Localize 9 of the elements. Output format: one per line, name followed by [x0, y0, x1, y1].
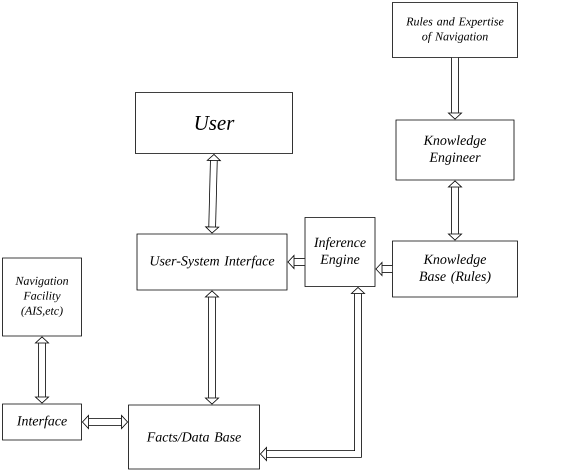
- process-box: Inference Engine: [304, 217, 376, 287]
- process-box: Knowledge Engineer: [396, 120, 514, 180]
- process-box: Knowledge Base (Rules): [392, 240, 518, 298]
- process-box: Facts/Data Base: [128, 404, 260, 470]
- process-box: User: [135, 92, 293, 154]
- process-box: User-System Interface: [136, 234, 288, 290]
- process-box: Rules and Expertise of Navigation: [392, 2, 518, 58]
- process-box: Navigation Facility (AIS,etc): [2, 258, 82, 336]
- process-box: Interface: [2, 404, 82, 440]
